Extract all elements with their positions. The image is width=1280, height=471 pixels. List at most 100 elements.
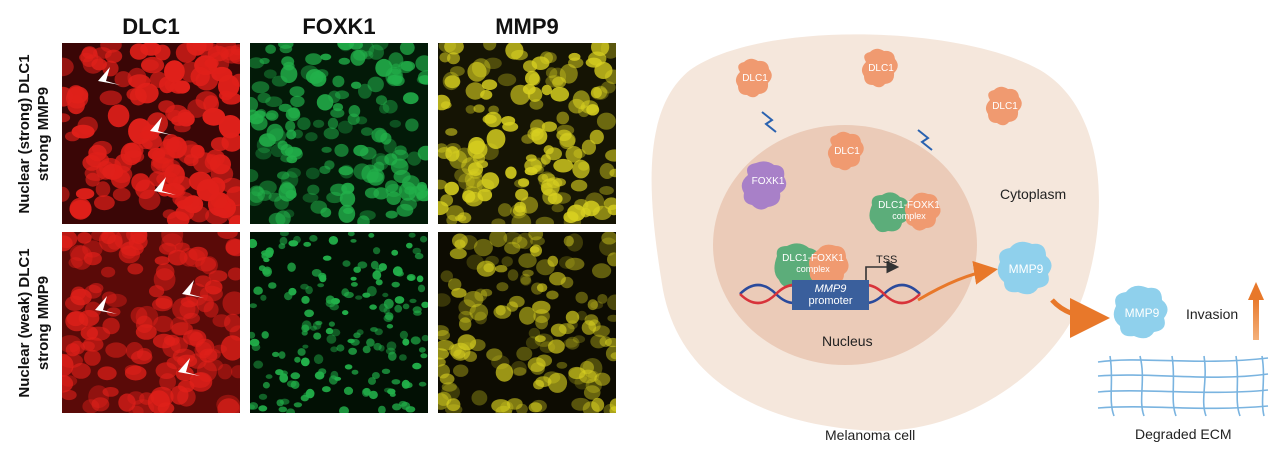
cell-signal: [196, 294, 214, 313]
cell-signal: [131, 173, 150, 192]
cell-signal: [586, 104, 600, 116]
cell-signal: [387, 388, 396, 395]
cell-signal: [208, 270, 228, 282]
cell-signal: [373, 342, 382, 351]
cell-signal: [124, 142, 144, 158]
cell-signal: [82, 46, 98, 59]
cell-signal: [279, 232, 289, 237]
cell-signal: [405, 406, 416, 413]
cell-signal: [344, 364, 353, 370]
cell-signal: [347, 232, 355, 237]
cell-signal: [390, 158, 409, 176]
mmp9-protein-secreted: [1113, 285, 1168, 339]
cell-signal: [467, 140, 488, 159]
cell-signal: [530, 236, 545, 246]
cell-signal: [575, 291, 588, 304]
cell-signal: [62, 232, 78, 249]
cell-signal: [438, 364, 450, 379]
cell-signal: [399, 43, 415, 55]
cell-signal: [169, 80, 188, 94]
cell-signal: [548, 339, 565, 354]
cell-signal: [545, 67, 558, 79]
cell-signal: [88, 144, 107, 162]
cell-signal: [141, 59, 159, 71]
cell-signal: [525, 336, 541, 350]
cell-signal: [167, 249, 188, 266]
cell-signal: [77, 232, 92, 244]
cell-signal: [348, 347, 357, 355]
cell-signal: [438, 391, 452, 406]
cell-signal: [258, 393, 268, 400]
cell-signal: [597, 294, 608, 304]
cell-signal: [581, 139, 596, 155]
cell-signal: [382, 99, 398, 114]
cell-signal: [297, 348, 306, 356]
cell-signal: [399, 330, 408, 340]
cell-signal: [105, 49, 123, 63]
cell-signal: [551, 203, 564, 213]
cell-signal: [445, 404, 463, 413]
cell-signal: [288, 107, 300, 119]
cell-signal: [280, 64, 298, 84]
cell-signal: [290, 372, 301, 380]
cell-signal: [406, 242, 413, 249]
micrograph-foxk1-weak-texture: [250, 232, 428, 413]
cell-signal: [572, 159, 590, 179]
cell-signal: [396, 203, 414, 217]
cell-signal: [105, 342, 127, 358]
cell-signal: [366, 338, 375, 347]
cell-signal: [265, 96, 283, 107]
cell-signal: [218, 74, 240, 98]
cell-signal: [263, 69, 277, 79]
cell-signal: [491, 218, 506, 224]
cell-signal: [375, 58, 393, 77]
cell-signal: [469, 339, 486, 352]
cell-signal: [105, 293, 127, 308]
cell-signal: [524, 167, 538, 176]
cell-signal: [336, 344, 345, 352]
cell-signal: [540, 51, 553, 65]
cell-signal: [442, 71, 460, 91]
arrowhead-marker-icon: [178, 358, 200, 376]
dlc1-label-nuclear: DLC1: [834, 146, 860, 157]
cell-signal: [559, 256, 575, 269]
cell-signal: [280, 144, 294, 156]
cell-signal: [386, 341, 397, 351]
invasion-label: Invasion: [1186, 306, 1239, 322]
cell-signal: [506, 301, 518, 312]
cell-signal: [97, 366, 117, 381]
cell-signal: [576, 310, 587, 321]
cell-signal: [262, 381, 270, 389]
cell-signal: [496, 282, 509, 292]
cell-signal: [361, 127, 373, 136]
tss-label: TSS: [876, 254, 898, 266]
complex-nuclear-free: [869, 192, 941, 233]
dlc1-label-3: DLC1: [992, 101, 1018, 112]
cell-signal: [592, 263, 612, 279]
cell-signal: [473, 238, 493, 257]
cell-signal: [445, 128, 458, 136]
cell-signal: [404, 186, 416, 195]
cell-signal: [556, 111, 570, 125]
cell-signal: [127, 263, 144, 275]
cell-signal: [388, 351, 397, 361]
cell-signal: [461, 157, 480, 176]
cell-signal: [330, 108, 345, 118]
cell-signal: [366, 286, 377, 297]
cell-signal: [348, 105, 361, 118]
cell-signal: [541, 121, 557, 132]
cell-signal: [609, 398, 616, 412]
cell-signal: [62, 86, 74, 107]
cell-signal: [512, 205, 526, 217]
cell-signal: [305, 132, 318, 142]
column-header-foxk1: FOXK1: [302, 14, 376, 39]
cell-signal: [131, 350, 153, 365]
cell-signal: [268, 282, 277, 289]
cell-signal: [80, 341, 95, 351]
foxk1-protein: [741, 161, 787, 210]
cell-signal: [300, 283, 309, 290]
cell-signal: [106, 307, 121, 317]
cell-signal: [328, 236, 339, 245]
cell-signal: [313, 119, 325, 128]
cell-signal: [438, 330, 450, 341]
